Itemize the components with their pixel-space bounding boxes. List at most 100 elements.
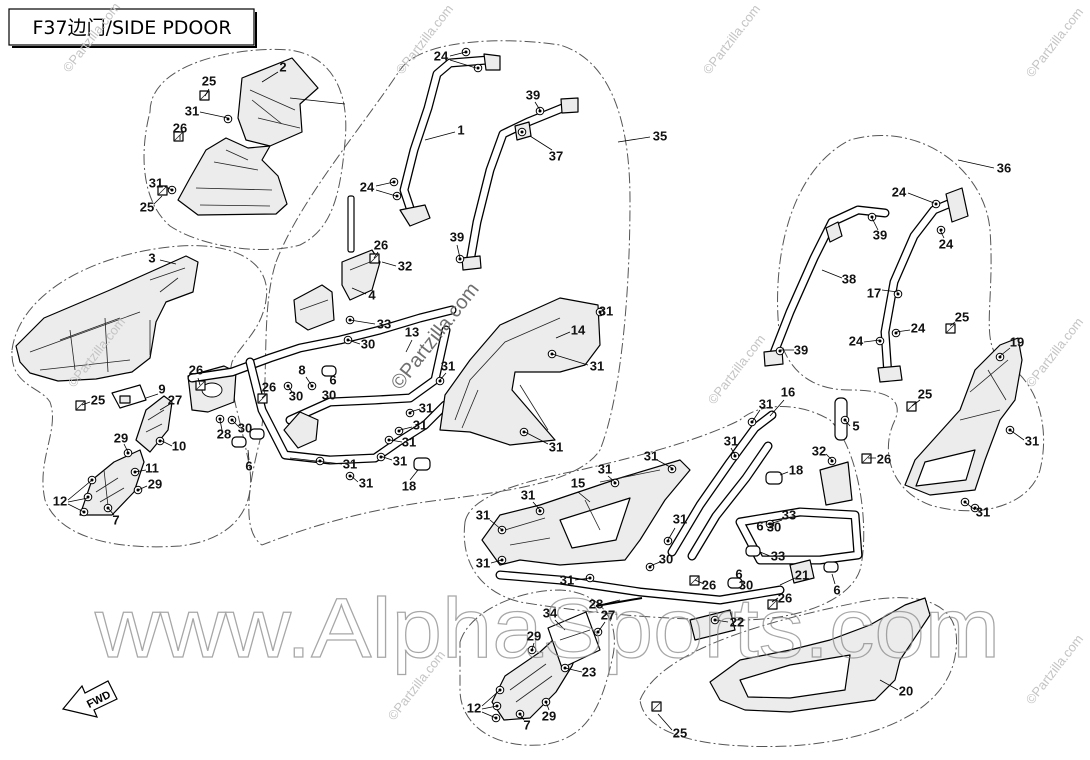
spacer: [765, 471, 783, 485]
callout-number: 33: [782, 507, 796, 522]
spacers: [231, 365, 839, 589]
callout-number: 30: [289, 388, 303, 403]
title-box-shadow: [12, 12, 257, 48]
fwd-arrow-shape: [61, 680, 118, 718]
callout-number: 31: [476, 507, 490, 522]
part-8-door-frame: [187, 305, 457, 465]
callout-number: 25: [202, 73, 216, 88]
clip-icon: [173, 131, 184, 142]
callout-number: 24: [892, 184, 907, 199]
bolt-icon: [130, 467, 140, 477]
bolt-icon: [931, 199, 941, 209]
callout-number: 25: [91, 392, 105, 407]
bolt-icon: [827, 456, 837, 466]
part-11-plate: [79, 449, 145, 516]
callout-number: 23: [582, 664, 596, 679]
part-17-roll-bar: [877, 187, 969, 383]
callout-number: 34: [543, 605, 558, 620]
leader-lines: [67, 51, 1025, 731]
bolt-icon: [123, 448, 133, 458]
group-outlines: [11, 40, 1045, 747]
part-15-door-frame: [481, 459, 691, 566]
callout-number: 7: [112, 512, 119, 527]
part-22-shape: [689, 609, 736, 641]
callout-number: 31: [1025, 433, 1039, 448]
part-14-shape: [439, 297, 601, 446]
diagram-title: F37边门/SIDE PDOOR: [32, 17, 231, 39]
spacer: [745, 545, 761, 557]
callout-number: 24: [434, 48, 449, 63]
bolt-icon: [970, 503, 980, 513]
part-2-lower: [177, 137, 288, 216]
frame-brace: [286, 326, 450, 424]
callout-number: 31: [599, 303, 613, 318]
part-9-latch: [111, 384, 147, 409]
part-28-rod: [595, 597, 643, 607]
callout-number: 38: [842, 271, 856, 286]
title-box: F37边门/SIDE PDOOR: [8, 8, 257, 48]
part-19-door-panel: [904, 337, 1023, 496]
callout-number: 39: [450, 229, 464, 244]
callout-number: 30: [322, 387, 336, 402]
part-17-upper-bracket: [945, 187, 969, 223]
partzilla-watermark: ©Partzilla.com: [1023, 632, 1087, 707]
part-1-roll-bar: [399, 53, 501, 227]
bolt-icon: [519, 427, 529, 437]
clip-icon: [767, 599, 778, 610]
callout-number: 31: [644, 448, 658, 463]
callout-number: 39: [794, 342, 808, 357]
callout-number: 31: [976, 504, 990, 519]
callout-number: 16: [781, 384, 795, 399]
part-19-detail: [959, 359, 1009, 421]
callout-number: 31: [560, 572, 574, 587]
hinge-plate: [293, 284, 335, 331]
part-3-door-panel: [15, 255, 199, 382]
part-15-detail: [504, 469, 661, 546]
callout-number: 31: [673, 511, 687, 526]
bolt-icon: [155, 436, 165, 446]
callout-number: 26: [173, 120, 187, 135]
bolt-icon: [867, 212, 877, 222]
bolt-icon: [610, 478, 620, 488]
part-1-upper-bracket: [483, 53, 501, 71]
bolt-icon: [392, 191, 402, 201]
part-38-clamp: [825, 221, 843, 243]
callout-number: 31: [759, 396, 773, 411]
bolt-icon: [535, 506, 545, 516]
bolt-icon: [595, 307, 605, 317]
part-17-tube: [881, 196, 962, 380]
part-1-tube: [400, 56, 492, 218]
callout-number: 24: [849, 333, 864, 348]
part-11-detail: [95, 469, 125, 507]
part-37-roll-bar: [461, 97, 579, 271]
hinge-frame-tube: [736, 508, 862, 564]
callout-number: 35: [653, 128, 667, 143]
callout-number: 13: [405, 324, 419, 339]
callout-number: 25: [673, 725, 687, 740]
callout-numbers: 2253126312524139373524392632433313311430…: [53, 48, 1039, 740]
callout-number: 32: [812, 443, 826, 458]
part-4-hinge: [293, 195, 381, 331]
part-15-opening: [559, 497, 631, 549]
callout-number: 12: [53, 493, 67, 508]
spacer: [823, 561, 839, 573]
lower-rail-tube: [496, 571, 784, 604]
bolt-icon: [223, 114, 233, 124]
callout-number: 36: [997, 160, 1011, 175]
callout-number: 17: [867, 285, 881, 300]
callout-number: 31: [413, 417, 427, 432]
outline-upper-left-trim: [143, 48, 347, 250]
part-32-bracket: [819, 461, 853, 506]
callout-number: 20: [899, 683, 913, 698]
callout-number: 28: [589, 596, 603, 611]
callout-number: 4: [368, 287, 376, 302]
callout-number: 24: [360, 179, 375, 194]
callout-number: 2: [279, 59, 286, 74]
bolt-icon: [730, 451, 740, 461]
callout-number: 26: [189, 362, 203, 377]
bolts: [79, 47, 1015, 723]
callout-number: 26: [877, 451, 891, 466]
part-37-upper-bracket: [560, 97, 579, 114]
callout-number: 31: [590, 358, 604, 373]
callout-number: 5: [852, 418, 859, 433]
